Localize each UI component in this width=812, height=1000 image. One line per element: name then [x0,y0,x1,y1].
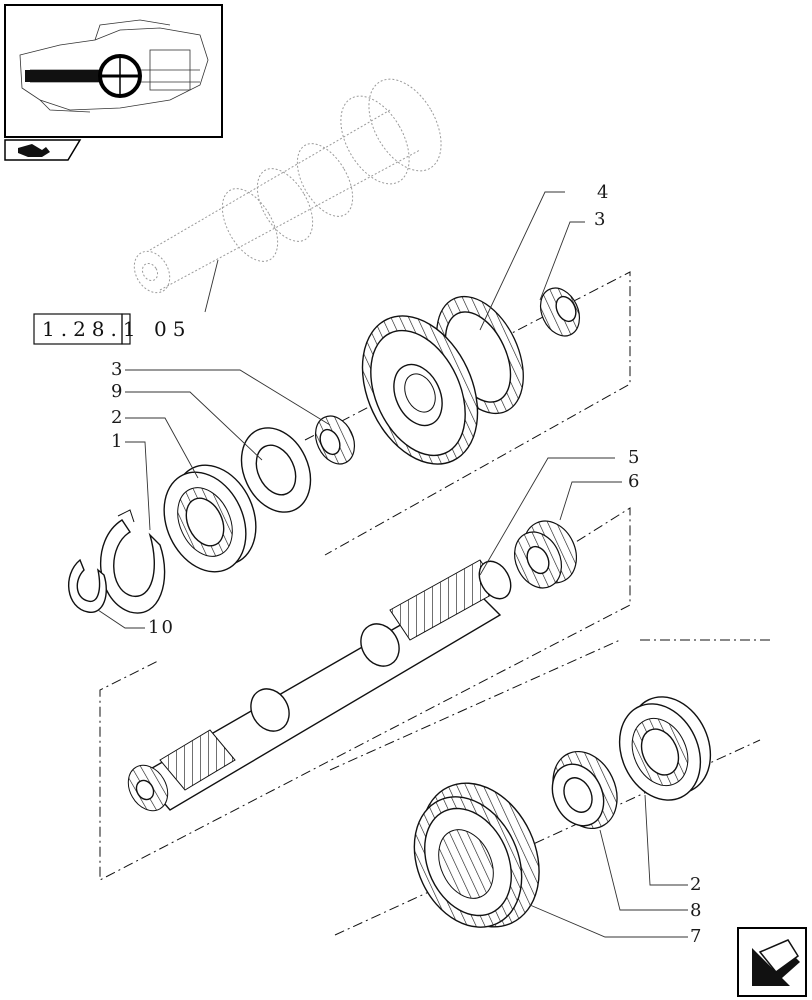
main-shaft [127,559,512,812]
ball-bearing-upper [163,464,257,573]
snap-ring-small [67,558,107,613]
callout-1: 1 [111,431,124,452]
callout-9: 9 [111,381,124,402]
callout-2-lower: 2 [690,874,703,895]
needle-bearing-lower [314,415,356,465]
next-page-arrow-icon[interactable] [737,927,807,997]
callout-10: 10 [148,617,175,638]
thrust-washer [240,427,312,513]
small-gear [551,750,618,830]
callout-6: 6 [628,471,641,492]
callout-4: 4 [597,182,610,203]
callout-7: 7 [690,926,703,947]
phantom-input-shaft [133,78,442,294]
book-arrow-icon[interactable] [4,139,82,161]
large-gear [413,782,540,928]
double-gear-cluster [361,295,524,465]
callout-labels: 4 3 3 9 2 1 10 5 6 2 8 7 [111,182,703,947]
ball-bearing-lower [618,696,712,801]
reference-box[interactable]: 1.28.1 05 [33,259,219,345]
shaft-assembly-frame [99,507,631,881]
leader-lines [97,191,688,938]
callout-3-upper: 3 [594,209,607,230]
reference-text: 1.28.1 05 [42,317,191,341]
needle-bearing-shaft [513,520,577,589]
snap-ring-large [100,509,166,614]
callout-8: 8 [690,900,703,921]
callout-3-lower: 3 [111,359,124,380]
needle-bearing-upper [539,287,581,337]
locator-thumbnail[interactable] [4,4,223,138]
callout-5: 5 [628,447,641,468]
callout-2-upper: 2 [111,407,124,428]
lower-assembly-frame [329,639,770,936]
